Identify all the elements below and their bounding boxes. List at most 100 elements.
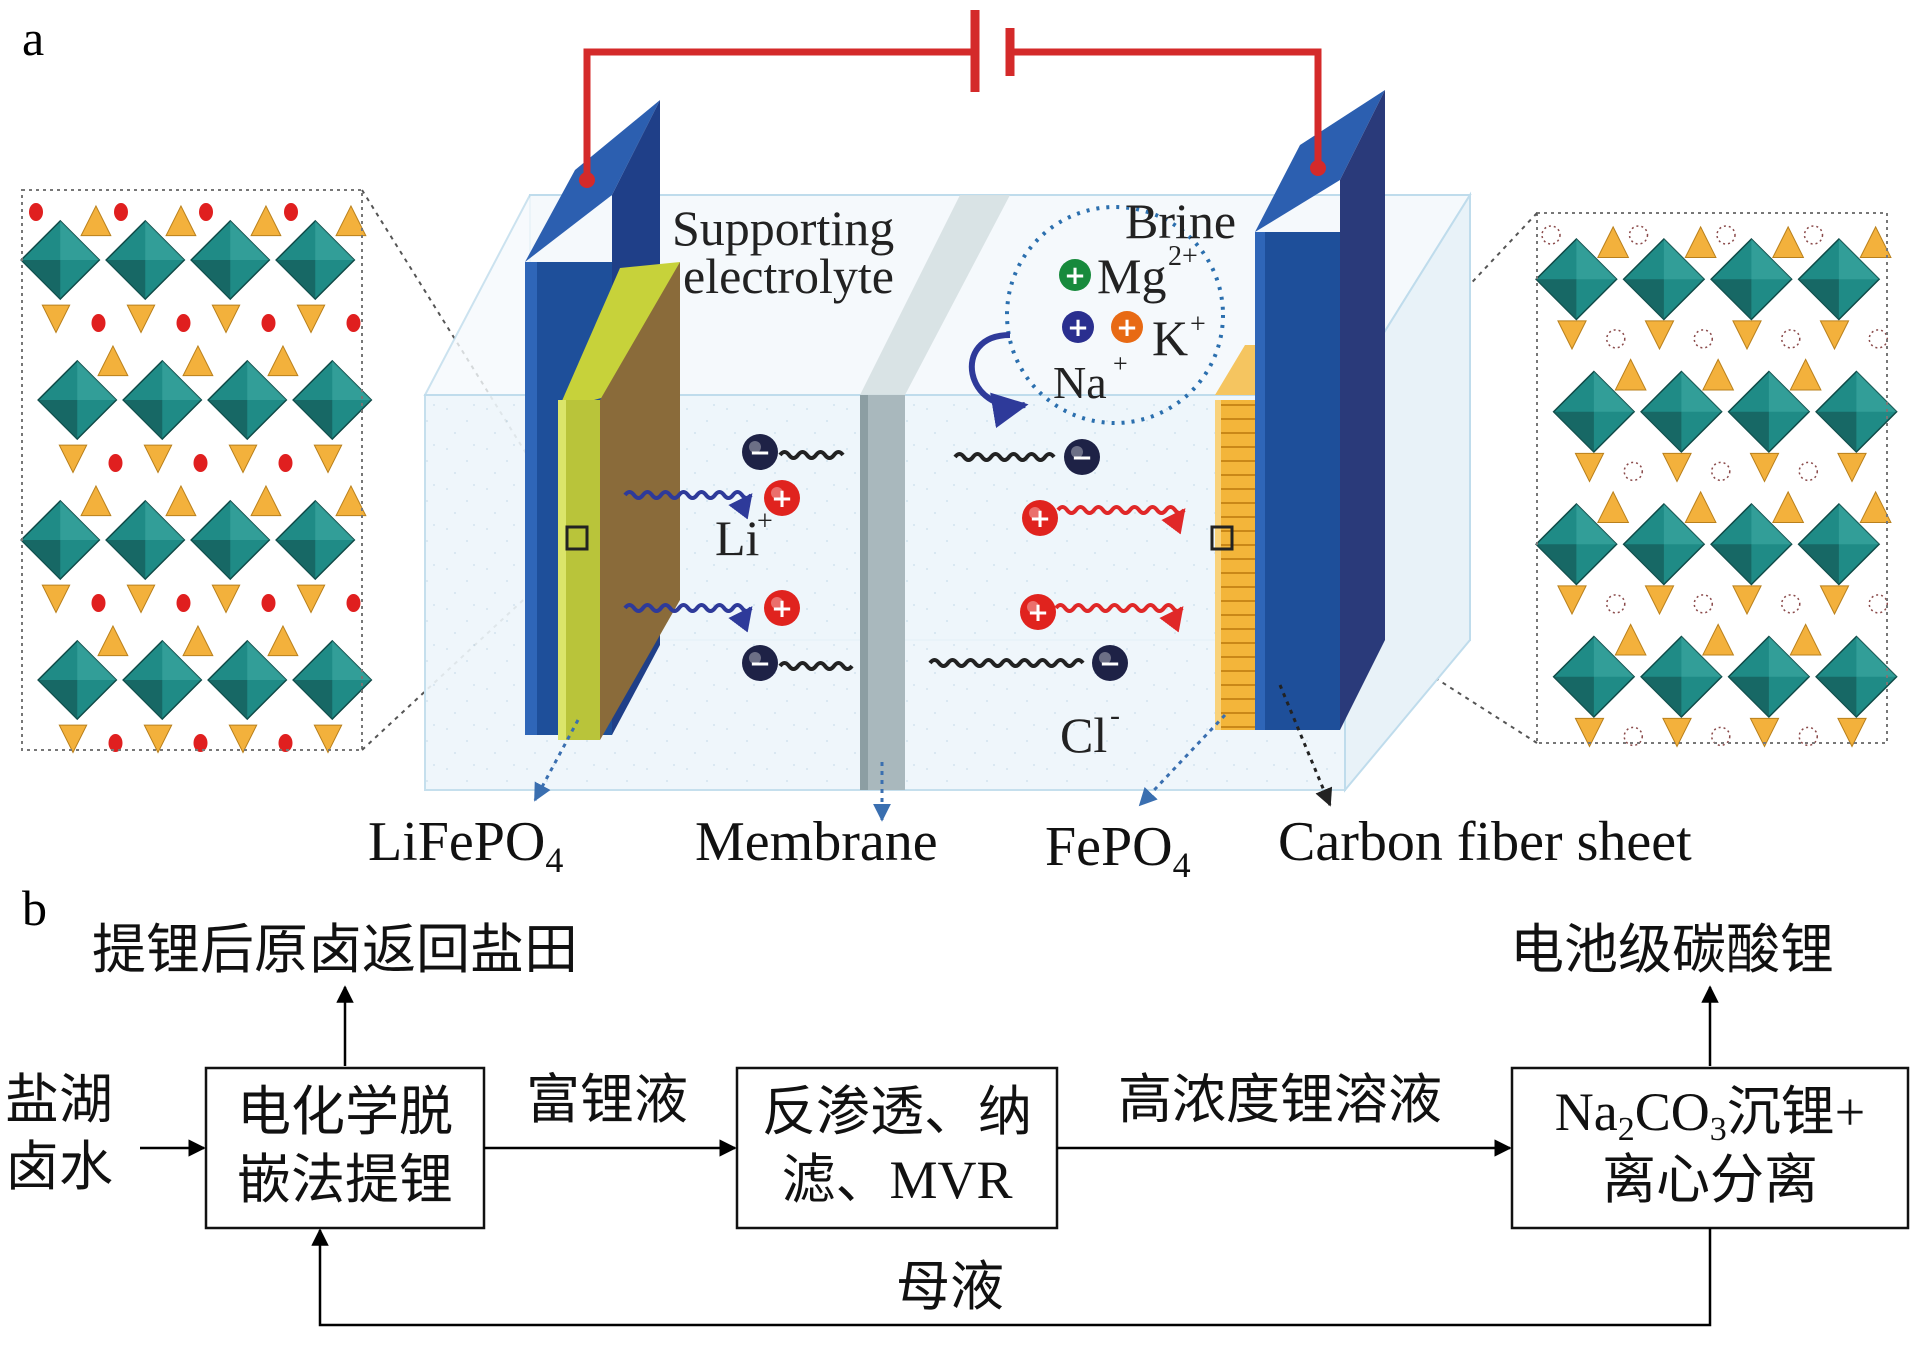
octahedron-face — [1663, 239, 1705, 280]
tetrahedron-shape — [165, 204, 197, 237]
tetrahedron-shape — [1772, 490, 1805, 523]
lithium-site — [346, 314, 361, 332]
octahedron-face — [21, 260, 61, 300]
octahedron-face — [1768, 371, 1810, 412]
octahedron-face — [1553, 676, 1594, 717]
octahedron-face — [162, 640, 202, 680]
fepo4-electrode — [1215, 345, 1255, 730]
li-cation-right-upper — [1022, 500, 1058, 536]
octahedron-face — [315, 500, 355, 540]
li-insertion-arrow-upper — [1056, 505, 1186, 535]
tetrahedron-shape — [1859, 225, 1892, 258]
cl-anion-upper-left-sign: − — [749, 438, 771, 468]
tetrahedron-shape — [1859, 490, 1892, 523]
octahedron-face — [38, 400, 78, 440]
arrow2-label: 高浓度锂溶液 — [1118, 1070, 1442, 1130]
vacant-lithium-site — [1623, 461, 1643, 482]
tetrahedron-shape — [335, 204, 367, 237]
octahedron-face — [1681, 636, 1722, 677]
li-cation-lower — [764, 590, 800, 626]
cl-anion-lower-left-highlight — [749, 652, 761, 664]
vacant-lithium-site — [1868, 329, 1888, 349]
tetrahedron-shape — [335, 484, 367, 517]
octahedron-face — [1593, 371, 1635, 412]
brine-label: Brine — [1125, 193, 1236, 249]
cl-anion-lower-left — [742, 645, 778, 681]
na-label: Na — [1053, 357, 1107, 408]
octahedron-face — [276, 260, 316, 300]
octahedron-face — [60, 500, 100, 540]
crystal-structure-lifepo4 — [20, 190, 373, 754]
li-cation-right-lower-highlight — [1027, 601, 1039, 613]
vacant-lithium-site — [1803, 225, 1824, 245]
box1-output-label: 提锂后原卤返回盐田 — [92, 920, 578, 980]
octahedron-face — [60, 220, 100, 260]
cl-wave-upper-right — [953, 452, 1056, 462]
tetrahedron-shape — [1749, 717, 1780, 748]
tetrahedron-shape — [1662, 452, 1692, 483]
na-charge: + — [1113, 349, 1128, 378]
vacant-lithium-site — [1693, 329, 1713, 349]
vacant-lithium-site — [1798, 726, 1818, 747]
li-cation-upper-sign: + — [771, 484, 793, 514]
crystal-structure-fepo4 — [1535, 213, 1898, 748]
cl-anion-upper-right-highlight — [1071, 446, 1083, 458]
octahedron-face — [1728, 676, 1769, 717]
li-cation-upper-highlight — [771, 487, 783, 499]
lithium-site — [261, 594, 276, 612]
lithium-site — [346, 594, 361, 612]
tetrahedron-shape — [1614, 623, 1647, 656]
lithium-site — [199, 203, 213, 221]
lifepo4-label: LiFePO4 — [368, 811, 563, 880]
tetrahedron-shape — [267, 624, 299, 657]
tetrahedron-shape — [182, 624, 214, 657]
process-box-electrochemical — [204, 1066, 486, 1230]
vacant-lithium-site — [1623, 726, 1643, 747]
vacant-lithium-site — [1781, 329, 1801, 349]
lithium-site — [176, 314, 191, 332]
lithium-site — [29, 203, 43, 221]
tetrahedron-shape — [165, 484, 197, 517]
li-migration-arrow-lower — [623, 603, 753, 633]
octahedron-face — [1536, 279, 1577, 320]
li-cation-right-upper-highlight — [1029, 507, 1041, 519]
cl-anion-lower-left-sign: − — [749, 649, 771, 679]
octahedron-face — [1576, 239, 1617, 280]
tetrahedron-shape — [228, 724, 258, 754]
pointer-carbon-fiber — [1278, 684, 1333, 807]
box3-line1: Na2CO3沉锂+ — [1555, 1082, 1865, 1148]
tetrahedron-shape — [1837, 452, 1867, 483]
mg-label: Mg — [1097, 248, 1166, 304]
vacant-lithium-site — [1606, 594, 1626, 614]
tetrahedron-shape — [80, 204, 112, 237]
tetrahedron-shape — [126, 584, 156, 614]
fepo4-label: FePO4 — [1045, 816, 1191, 885]
octahedron-face — [106, 260, 146, 300]
tetrahedron-shape — [97, 344, 129, 377]
li-cation-lower-sign: + — [771, 594, 793, 624]
cl-label: Cl — [1060, 707, 1107, 763]
octahedron-face — [1816, 411, 1857, 452]
mg-ion: + Mg 2+ — [1059, 241, 1198, 304]
octahedron-face — [247, 360, 287, 400]
lithium-site — [193, 734, 208, 752]
tetrahedron-shape — [41, 584, 71, 614]
octahedron-face — [1663, 504, 1705, 545]
octahedron-face — [1593, 636, 1635, 677]
supporting-electrolyte-label: Supporting — [672, 200, 894, 256]
pointer-fepo4 — [1138, 713, 1227, 807]
vacant-lithium-site — [1711, 726, 1731, 747]
tetrahedron-shape — [1644, 320, 1675, 351]
pointer-lifepo4 — [533, 719, 580, 802]
ion-migration: ++−−−−++ — [623, 434, 1186, 681]
lithium-site — [193, 454, 208, 472]
octahedron-face — [77, 360, 117, 400]
process-box-precipitation — [1510, 1066, 1910, 1230]
brine-circle — [1005, 205, 1225, 425]
octahedron-face — [1641, 411, 1682, 452]
octahedron-face — [38, 680, 78, 720]
lithium-site — [278, 454, 293, 472]
octahedron-face — [1798, 544, 1839, 585]
svg-text:+: + — [1116, 313, 1138, 343]
tetrahedron-shape — [1644, 585, 1675, 616]
